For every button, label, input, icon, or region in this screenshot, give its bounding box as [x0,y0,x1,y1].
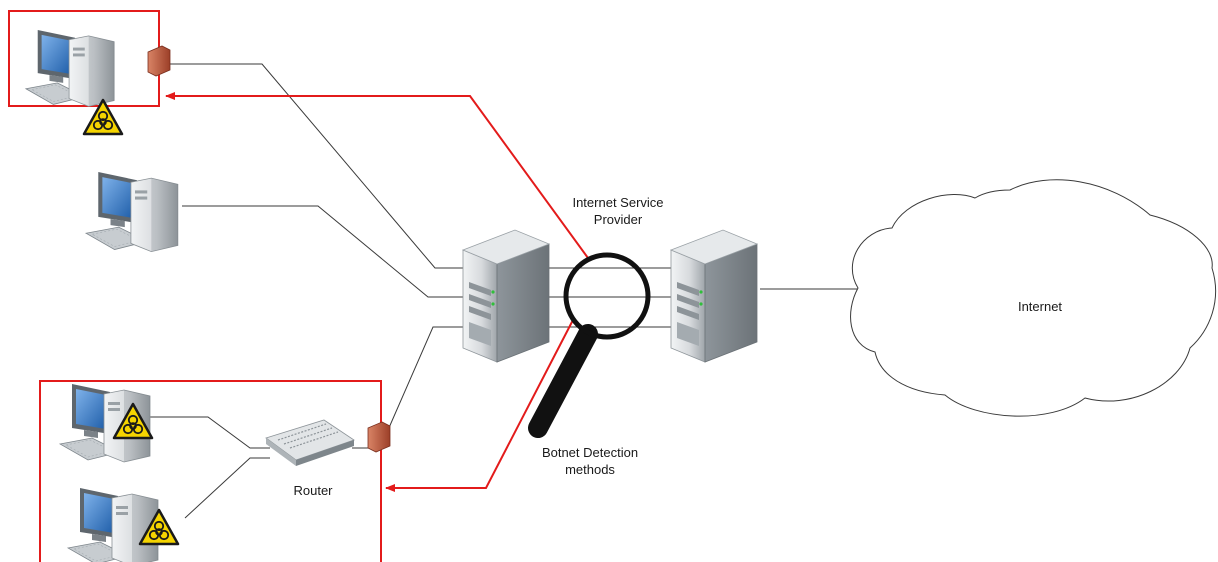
server-icon [462,229,550,363]
firewall-icon [367,421,391,453]
detection-label: Botnet Detection methods [520,444,660,478]
firewall-icon [147,45,171,77]
workstation-icon [25,29,115,107]
wire-clean-workstation [182,205,471,298]
isp-label: Internet Service Provider [548,194,688,228]
alert-arrow-lan [385,317,575,492]
magnifier-icon [528,252,651,438]
isp-label-line2: Provider [593,212,643,227]
infected-zone-lan [39,380,382,562]
workstation-icon [85,171,179,253]
wire-lan-pc2 [184,457,270,519]
router-icon [265,419,355,466]
detection-label-line2: methods [565,462,615,477]
internet-label: Internet [1017,299,1063,314]
server-icon [670,229,758,363]
wire-lan-uplink [387,326,471,431]
router-label: Router [293,483,333,498]
isp-label-line1: Internet Service [572,195,664,210]
workstation-icon [67,487,159,562]
wires [150,63,860,519]
wire-infected-top [170,63,471,269]
cloud-icon [850,179,1216,417]
alert-arrow-top [165,92,589,259]
detection-label-line1: Botnet Detection [541,445,639,460]
wire-lan-pc1 [150,416,270,449]
